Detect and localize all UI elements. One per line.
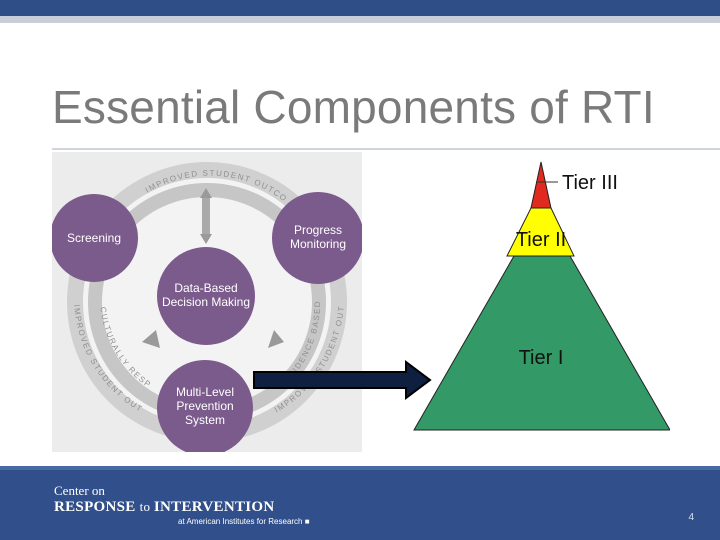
- multi-level-label-2: Prevention: [176, 399, 233, 413]
- screening-label: Screening: [67, 231, 121, 245]
- logo-line-2: RESPONSE to INTERVENTION: [54, 498, 310, 516]
- logo-to: to: [139, 499, 154, 514]
- top-banner-shade: [0, 16, 720, 23]
- connector-arrows: [142, 188, 284, 348]
- footer-bar: [0, 466, 720, 540]
- data-based-decision-circle: Data-Based Decision Making: [157, 247, 255, 345]
- tier-3-segment: [530, 161, 552, 209]
- tier-pyramid: Tier III Tier II Tier I: [413, 161, 670, 431]
- title-divider: [52, 148, 720, 150]
- left-connector-icon: [142, 330, 160, 348]
- tier-1-label: Tier I: [519, 347, 564, 369]
- tier-1-segment: [413, 255, 670, 431]
- logo-line-1: Center on: [54, 483, 105, 498]
- down-arrow-icon: [200, 234, 212, 244]
- rti-components-diagram: IMPROVED STUDENT OUTCOMES CULTURALLY RES…: [52, 152, 362, 452]
- up-arrow-icon: [200, 188, 212, 198]
- pointer-arrow-icon: [253, 360, 432, 400]
- data-based-label-2: Decision Making: [162, 295, 250, 309]
- logo-response: RESPONSE: [54, 499, 140, 515]
- progress-monitoring-label-2: Monitoring: [290, 237, 346, 251]
- multi-level-label-1: Multi-Level: [176, 385, 234, 399]
- top-banner: [0, 0, 720, 16]
- progress-monitoring-circle: Progress Monitoring: [272, 192, 362, 284]
- slide-title: Essential Components of RTI: [52, 81, 655, 133]
- multi-level-prevention-circle: Multi-Level Prevention System: [157, 360, 253, 452]
- multi-level-label-3: System: [185, 413, 225, 427]
- logo-line-3: at American Institutes for Research ■: [178, 517, 310, 526]
- data-based-label-1: Data-Based: [174, 281, 237, 295]
- footer-highlight: [0, 466, 720, 470]
- progress-monitoring-label-1: Progress: [294, 223, 342, 237]
- logo-intervention: INTERVENTION: [153, 499, 275, 515]
- page-number: 4: [688, 512, 694, 523]
- tier-3-label: Tier III: [562, 172, 618, 194]
- tier-2-label: Tier II: [516, 229, 566, 251]
- screening-circle: Screening: [52, 194, 138, 282]
- right-connector-icon: [268, 330, 284, 348]
- center-on-rti-logo: Center on RESPONSE to INTERVENTION at Am…: [54, 484, 310, 528]
